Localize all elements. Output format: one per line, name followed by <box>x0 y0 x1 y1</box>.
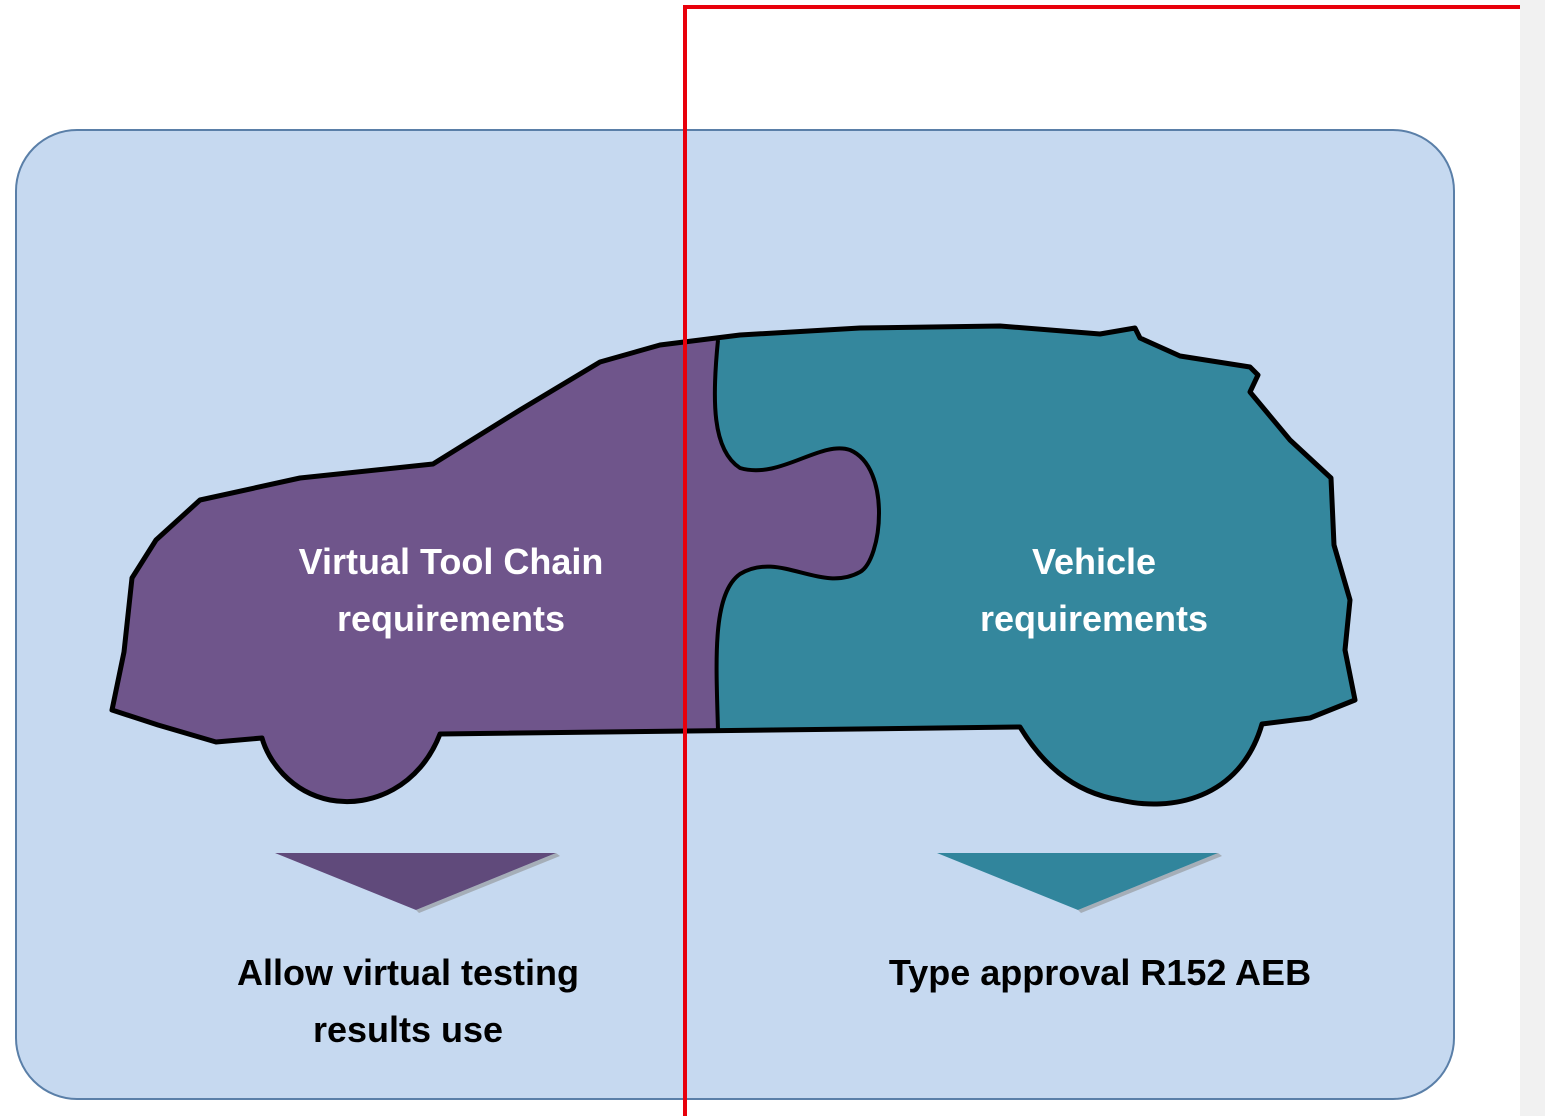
highlight-frame-left <box>683 5 687 1116</box>
left-piece-label: Virtual Tool Chain requirements <box>251 533 651 647</box>
right-outcome-line1: Type approval R152 AEB <box>888 952 1312 993</box>
highlight-frame-top <box>683 5 1520 9</box>
left-down-arrow <box>275 853 556 910</box>
puzzle-seam <box>712 339 881 731</box>
right-down-arrow-shadow <box>1078 853 1222 913</box>
left-outcome-line1: Allow virtual testing <box>236 952 580 993</box>
left-piece-fill <box>112 326 879 805</box>
left-piece-line2: requirements <box>336 598 566 639</box>
left-down-arrow-shadow <box>416 853 560 913</box>
car-outline <box>109 323 1358 807</box>
right-piece-label: Vehicle requirements <box>944 533 1244 647</box>
right-piece-line2: requirements <box>979 598 1209 639</box>
right-down-arrow <box>937 853 1218 910</box>
left-outcome-line2: results use <box>312 1009 504 1050</box>
left-outcome-label: Allow virtual testing results use <box>158 944 658 1058</box>
side-strip <box>1520 0 1545 1116</box>
left-piece-line1: Virtual Tool Chain <box>298 541 604 582</box>
right-outcome-label: Type approval R152 AEB <box>835 944 1365 1001</box>
right-piece-line1: Vehicle <box>1031 541 1157 582</box>
